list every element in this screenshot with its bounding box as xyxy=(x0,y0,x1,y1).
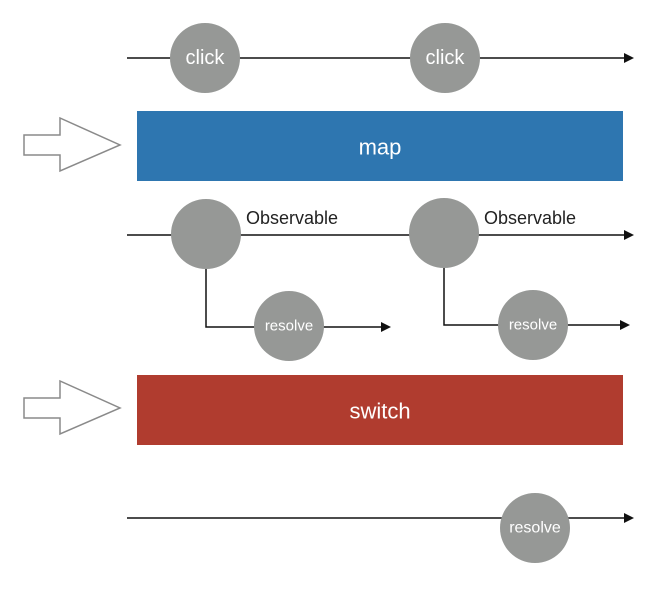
marble-resolve-result-label: resolve xyxy=(509,520,561,537)
marble-observable-1 xyxy=(171,199,241,269)
operator-switch-box xyxy=(137,375,623,445)
operator-switch-row: switch xyxy=(23,375,623,445)
operator-map-row: map xyxy=(23,111,623,181)
marble-resolve-result-circle xyxy=(500,493,570,563)
marble-resolve-inner-2-label: resolve xyxy=(509,317,557,334)
marble-click-2-circle xyxy=(410,23,480,93)
marble-click-2: click xyxy=(410,23,480,93)
operator-map-label: map xyxy=(359,135,402,160)
marble-click-2-label: click xyxy=(426,47,466,69)
timeline-clicks: click click xyxy=(127,23,634,93)
marble-resolve-inner-1: resolve xyxy=(254,291,324,361)
operator-map-box xyxy=(137,111,623,181)
marble-resolve-result: resolve xyxy=(500,493,570,563)
marble-click-1: click xyxy=(170,23,240,93)
marble-observable-1-circle xyxy=(171,199,241,269)
marble-resolve-inner-2-circle xyxy=(498,290,568,360)
right-arrow-outline-icon xyxy=(23,379,122,436)
marble-resolve-inner-1-circle xyxy=(254,291,324,361)
marble-click-1-label: click xyxy=(186,47,226,69)
timeline-result: resolve xyxy=(127,493,634,563)
marble-observable-2-annotation: Observable xyxy=(484,208,576,228)
marble-resolve-inner-2: resolve xyxy=(498,290,568,360)
right-arrow-outline-icon xyxy=(23,116,122,173)
timeline-mapped: resolve resolve Observable Observable xyxy=(127,198,634,361)
marble-observable-1-annotation: Observable xyxy=(246,208,338,228)
marble-resolve-inner-1-label: resolve xyxy=(265,318,313,335)
marble-observable-2-circle xyxy=(409,198,479,268)
operator-switch-label: switch xyxy=(349,399,410,424)
marble-observable-2 xyxy=(409,198,479,268)
marble-click-1-circle xyxy=(170,23,240,93)
